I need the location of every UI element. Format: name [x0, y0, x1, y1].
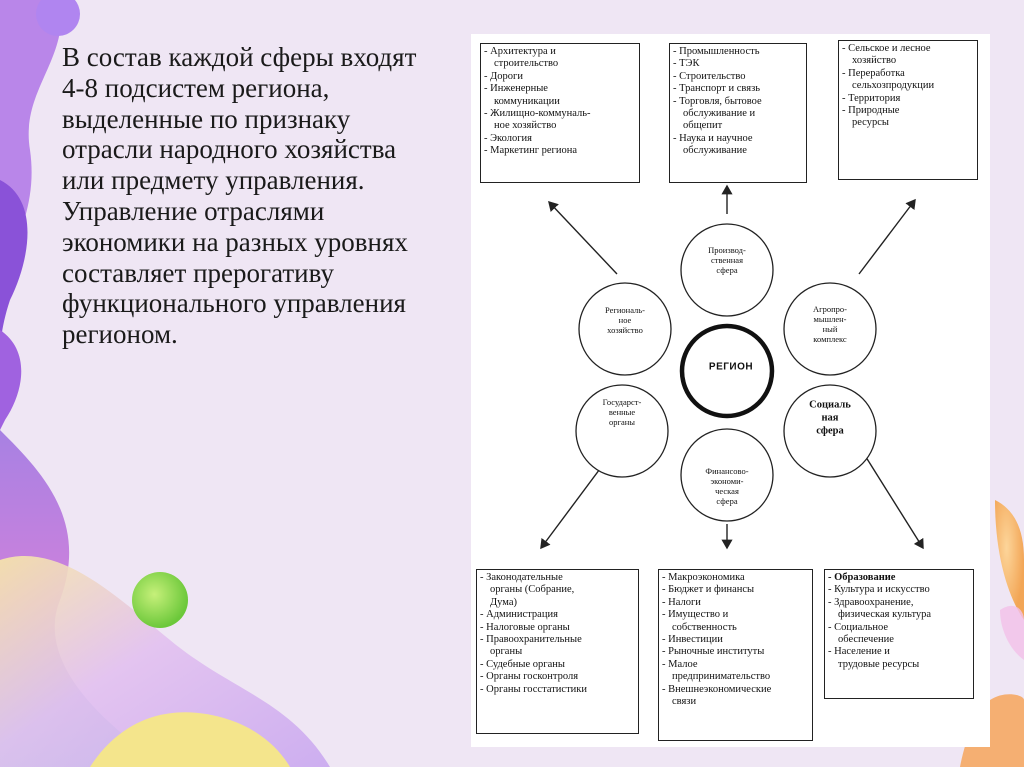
sphere-label-finance: Финансово- экономи- ческая сфера	[705, 466, 749, 506]
center-label-region: РЕГИОН	[708, 361, 754, 373]
box-finance-sphere: - Макроэкономика - Бюджет и финансы - На…	[658, 569, 813, 741]
pink-blob-shape	[1000, 605, 1024, 660]
sphere-circle-state	[575, 384, 669, 478]
box-list: - Промышленность - ТЭК - Строительство -…	[673, 46, 762, 157]
orange-blob-shape	[960, 694, 1024, 767]
box-regional-economy: - Архитектура и строительство - Дороги -…	[480, 43, 640, 183]
box-list: - Сельское и лесное хозяйство - Перерабо…	[842, 43, 935, 129]
violet-blob-shape	[0, 330, 22, 430]
sphere-label-regional: Региональ- ное хозяйство	[604, 305, 646, 335]
sphere-circle-regional	[578, 282, 672, 376]
sphere-circle-finance	[680, 428, 774, 522]
box-list: - Образование - Культура и искусство - З…	[828, 572, 932, 670]
yellow-blob-shape	[90, 712, 290, 767]
sphere-circle-production	[680, 223, 774, 317]
box-list: - Архитектура и строительство - Дороги -…	[484, 46, 591, 157]
sphere-label-agro: Агропро- мышлен- ный комплекс	[812, 304, 847, 344]
box-production-sphere: - Промышленность - ТЭК - Строительство -…	[669, 43, 807, 183]
box-state-bodies: - Законодательные органы (Собрание, Дума…	[476, 569, 639, 734]
sphere-label-social: Социаль ная сфера	[809, 399, 851, 437]
box-social-sphere: - Образование - Культура и искусство - З…	[824, 569, 974, 699]
purple-blob-shape	[0, 180, 28, 360]
sphere-label-production: Производ- ственная сфера	[708, 245, 746, 275]
sphere-circle-social	[783, 384, 877, 478]
slide-body-text: В состав каждой сферы входят 4-8 подсист…	[62, 42, 417, 350]
diagram-connectors	[540, 184, 924, 550]
box-list: - Законодательные органы (Собрание, Дума…	[480, 572, 587, 695]
orange-wave-shape	[995, 500, 1024, 620]
center-circle	[679, 323, 775, 419]
arrow-up-left	[548, 200, 618, 275]
sphere-label-state: Государст- венные органы	[602, 397, 642, 427]
region-diagram: - Архитектура и строительство - Дороги -…	[471, 34, 990, 747]
arrow-up-right	[858, 198, 916, 275]
purple-circle-shape	[36, 0, 80, 36]
green-ball-shape	[132, 572, 188, 628]
yellow-wave-shape	[0, 556, 330, 767]
sphere-circle-agro	[783, 282, 877, 376]
arrow-down-right	[858, 445, 924, 550]
box-list: - Макроэкономика - Бюджет и финансы - На…	[662, 572, 772, 708]
box-agro-sphere: - Сельское и лесное хозяйство - Перерабо…	[838, 40, 978, 180]
